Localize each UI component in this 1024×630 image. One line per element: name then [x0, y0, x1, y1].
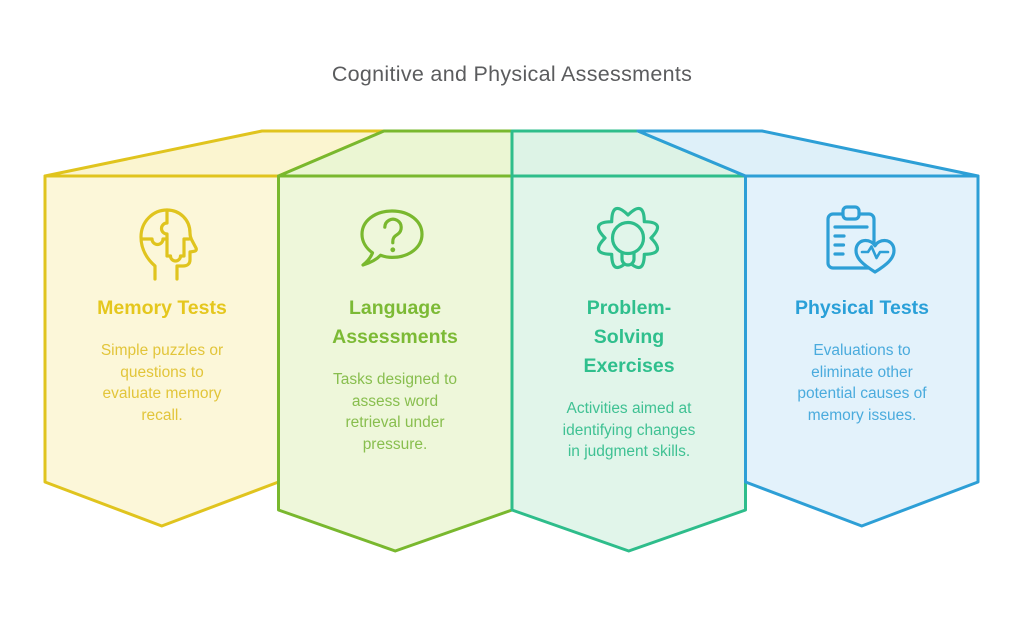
page-title: Cognitive and Physical Assessments [331, 62, 693, 86]
card-memory-tests-description: Simple puzzles or questions to evaluate … [100, 342, 224, 424]
banner-physical-tests [636, 129, 980, 528]
card-language-assessments-description: Tasks designed to assess word retrieval … [332, 371, 458, 453]
card-problem-solving-exercises-title: Problem- Solving Exercises [583, 297, 675, 377]
gear-lightbulb-icon [596, 206, 660, 270]
banner-problem-solving-exercises-front [510, 174, 747, 553]
card-problem-solving-exercises-description: Activities aimed at identifying changes … [562, 400, 696, 460]
banner-problem-solving-exercises [510, 129, 747, 553]
card-language-assessments-text: Language Assessments Tasks designed to a… [280, 294, 510, 455]
banner-memory-tests-front [43, 174, 280, 528]
clipboard-heart-icon [826, 205, 896, 274]
card-language-assessments-title: Language Assessments [332, 297, 458, 348]
banner-language-assessments-front [277, 174, 514, 553]
card-memory-tests-title: Memory Tests [97, 297, 227, 319]
card-problem-solving-exercises-text: Problem- Solving Exercises Activities ai… [514, 294, 744, 463]
card-physical-tests-text: Physical Tests Evaluations to eliminate … [747, 294, 977, 426]
card-physical-tests-description: Evaluations to eliminate other potential… [797, 342, 927, 424]
banner-language-assessments [277, 129, 514, 553]
card-physical-tests-title: Physical Tests [794, 297, 930, 319]
banner-physical-tests-front [744, 174, 980, 528]
card-memory-tests-text: Memory Tests Simple puzzles or questions… [47, 294, 277, 426]
banner-memory-tests [43, 129, 386, 528]
speech-bubble-question-icon [360, 209, 424, 267]
head-puzzle-icon [139, 208, 198, 281]
